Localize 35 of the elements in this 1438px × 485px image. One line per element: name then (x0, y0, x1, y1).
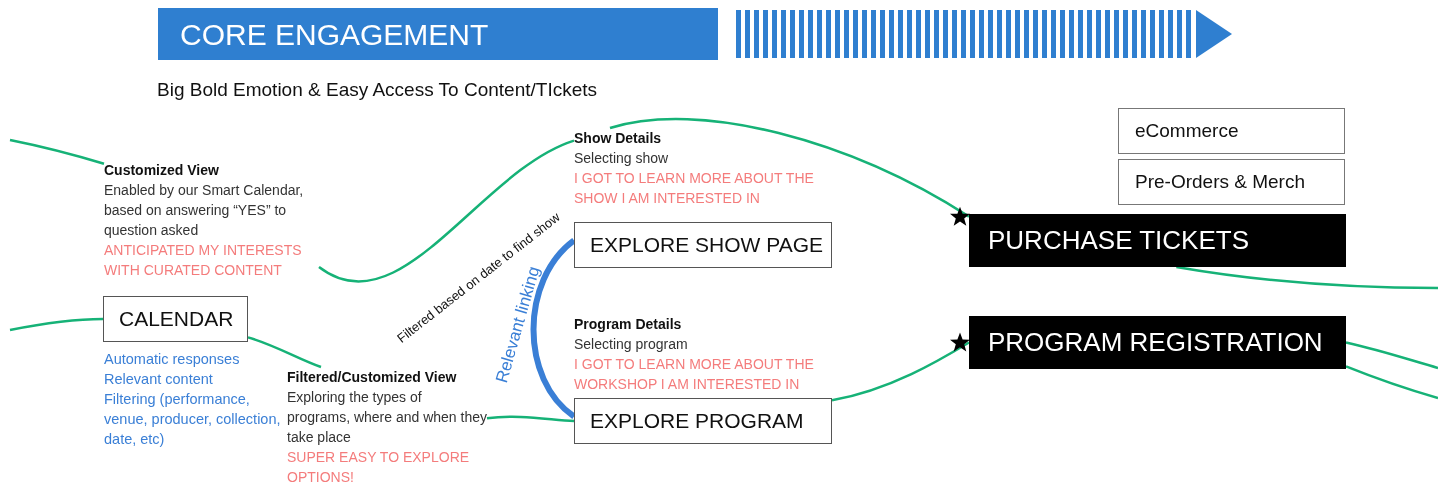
flow-line (1176, 265, 1438, 290)
flow-line (9, 138, 105, 165)
flow-line (1345, 365, 1438, 400)
section-heading: Show Details (574, 129, 663, 148)
section-heading: Filtered/Customized View (287, 368, 458, 387)
description-text: Selecting program (574, 335, 689, 354)
process-box: EXPLORE PROGRAM (574, 398, 832, 444)
flow-line (9, 317, 103, 332)
process-box: Pre-Orders & Merch (1118, 159, 1345, 205)
highlight-text: ANTICIPATED MY INTERESTS WITH CURATED CONTENT (104, 241, 303, 280)
process-box: CALENDAR (103, 296, 248, 342)
action-box: PROGRAM REGISTRATION (969, 316, 1346, 369)
subtitle: Big Bold Emotion & Easy Access To Content/TIckets (157, 78, 598, 102)
process-box: EXPLORE SHOW PAGE (574, 222, 832, 268)
section-heading: Customized View (104, 161, 220, 180)
highlight-text: I GOT TO LEARN MORE ABOUT THE WORKSHOP I AM INTERESTED IN (574, 355, 815, 394)
flow-line (318, 139, 575, 283)
feature-note: Filtering (performance, venue, producer, collection, date, etc) (104, 390, 282, 449)
link-arc (530, 238, 576, 419)
flow-line (1345, 341, 1438, 370)
description-text: Selecting show (574, 149, 670, 168)
action-box: PURCHASE TICKETS (969, 214, 1346, 267)
feature-note: Relevant content (104, 370, 214, 389)
flow-line (831, 332, 970, 402)
flow-line (247, 336, 322, 369)
process-box: eCommerce (1118, 108, 1345, 154)
flow-line (609, 118, 970, 226)
highlight-text: SUPER EASY TO EXPLORE OPTIONS! (287, 448, 471, 485)
description-text: Exploring the types of programs, where and when they take place (287, 388, 487, 447)
highlight-text: I GOT TO LEARN MORE ABOUT THE SHOW I AM INTERESTED IN (574, 169, 814, 208)
feature-note: Automatic responses (104, 350, 241, 369)
description-text: Enabled by our Smart Calendar, based on answering “YES” to question asked (104, 181, 305, 240)
title-banner: CORE ENGAGEMENT (158, 8, 718, 60)
section-heading: Program Details (574, 315, 683, 334)
flow-line (486, 415, 575, 423)
